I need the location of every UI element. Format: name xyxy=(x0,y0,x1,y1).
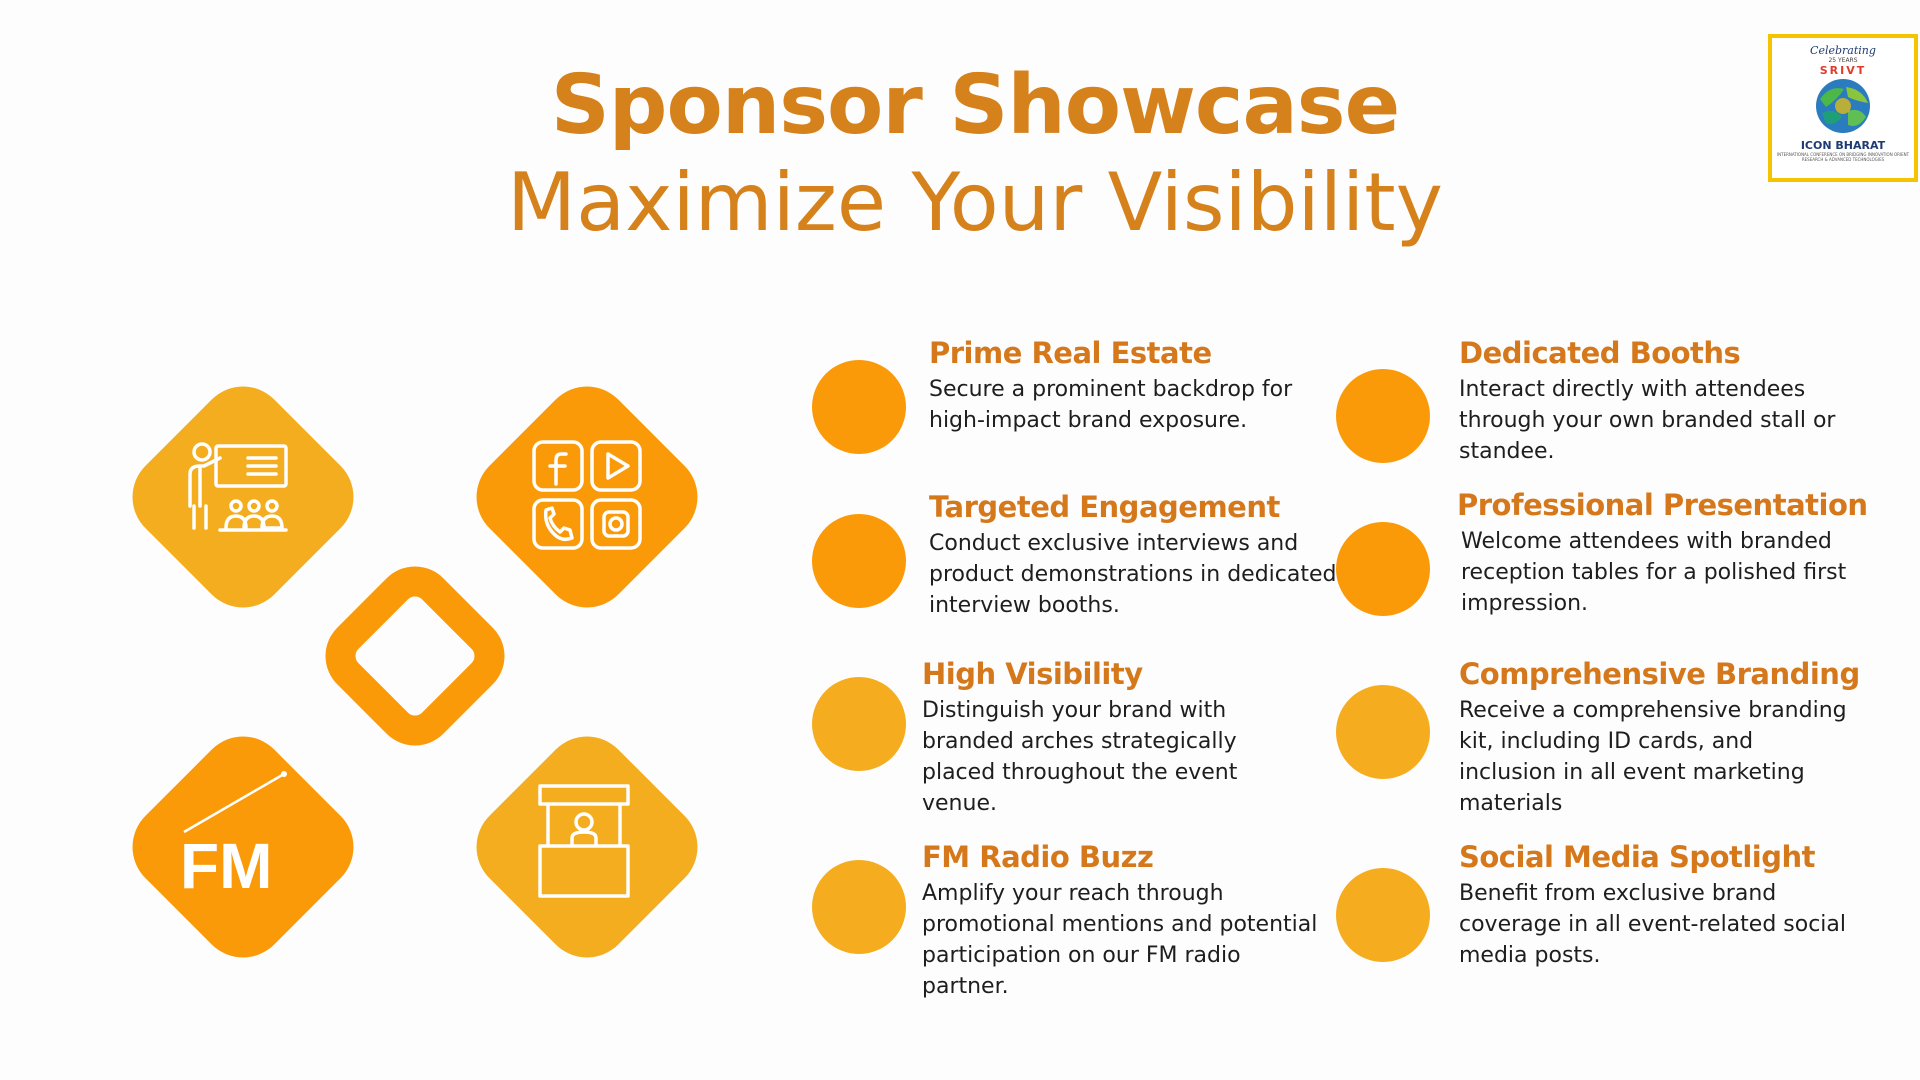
feature-high-visibility: High Visibility Distinguish your brand w… xyxy=(922,657,1332,819)
feature-description: Interact directly with attendees through… xyxy=(1459,377,1836,464)
feature-description: Benefit from exclusive brand coverage in… xyxy=(1459,881,1847,968)
fm-radio-icon: FM xyxy=(180,771,287,890)
feature-dot xyxy=(812,677,906,771)
feature-title: FM Radio Buzz xyxy=(922,840,1154,874)
logo-celebrating: Celebrating xyxy=(1810,44,1876,57)
feature-description: Conduct exclusive interviews and product… xyxy=(929,531,1337,618)
feature-targeted-engagement: Targeted Engagement Conduct exclusive in… xyxy=(929,490,1339,621)
feature-dot xyxy=(812,514,906,608)
feature-dot xyxy=(1336,685,1430,779)
feature-social-media-spotlight: Social Media Spotlight Benefit from excl… xyxy=(1459,840,1869,971)
feature-dot xyxy=(1336,369,1430,463)
center-ring xyxy=(308,549,522,763)
feature-description: Receive a comprehensive branding kit, in… xyxy=(1459,698,1847,816)
feature-description: Secure a prominent backdrop for high-imp… xyxy=(929,377,1293,433)
logo-tagline: INTERNATIONAL CONFERENCE ON BRIDGING INN… xyxy=(1776,152,1910,162)
presentation-icon xyxy=(188,442,288,532)
icon-bharat-logo: Celebrating 25 YEARS SRIVT ICON BHARAT I… xyxy=(1768,34,1918,182)
page-subtitle: Maximize Your Visibility xyxy=(507,156,1443,249)
feature-title: High Visibility xyxy=(922,657,1143,691)
feature-dedicated-booths: Dedicated Booths Interact directly with … xyxy=(1459,336,1869,467)
feature-title: Dedicated Booths xyxy=(1459,336,1741,370)
feature-description: Welcome attendees with branded reception… xyxy=(1461,529,1847,616)
feature-title: Social Media Spotlight xyxy=(1459,840,1816,874)
feature-description: Amplify your reach through promotional m… xyxy=(922,881,1318,999)
logo-name: ICON BHARAT xyxy=(1800,139,1886,152)
booth-icon xyxy=(538,784,630,898)
feature-dot xyxy=(812,360,906,454)
feature-comprehensive-branding: Comprehensive Branding Receive a compreh… xyxy=(1459,657,1869,819)
fm-label: FM xyxy=(180,830,272,890)
globe-emblem-icon xyxy=(1816,79,1870,133)
feature-title: Professional Presentation xyxy=(1457,488,1868,522)
feature-title: Comprehensive Branding xyxy=(1459,657,1860,691)
logo-years: 25 YEARS xyxy=(1828,57,1858,64)
feature-fm-radio-buzz: FM Radio Buzz Amplify your reach through… xyxy=(922,840,1332,1002)
feature-professional-presentation: Professional Presentation Welcome attend… xyxy=(1457,488,1868,619)
feature-dot xyxy=(1336,868,1430,962)
page-title: Sponsor Showcase xyxy=(550,58,1400,153)
feature-description: Distinguish your brand with branded arch… xyxy=(922,698,1238,816)
social-media-icon xyxy=(532,440,642,550)
feature-title: Targeted Engagement xyxy=(929,490,1280,524)
logo-srivt: SRIVT xyxy=(1819,64,1867,77)
feature-title: Prime Real Estate xyxy=(929,336,1212,370)
feature-dot xyxy=(1336,522,1430,616)
feature-prime-real-estate: Prime Real Estate Secure a prominent bac… xyxy=(929,336,1339,436)
feature-dot xyxy=(812,860,906,954)
